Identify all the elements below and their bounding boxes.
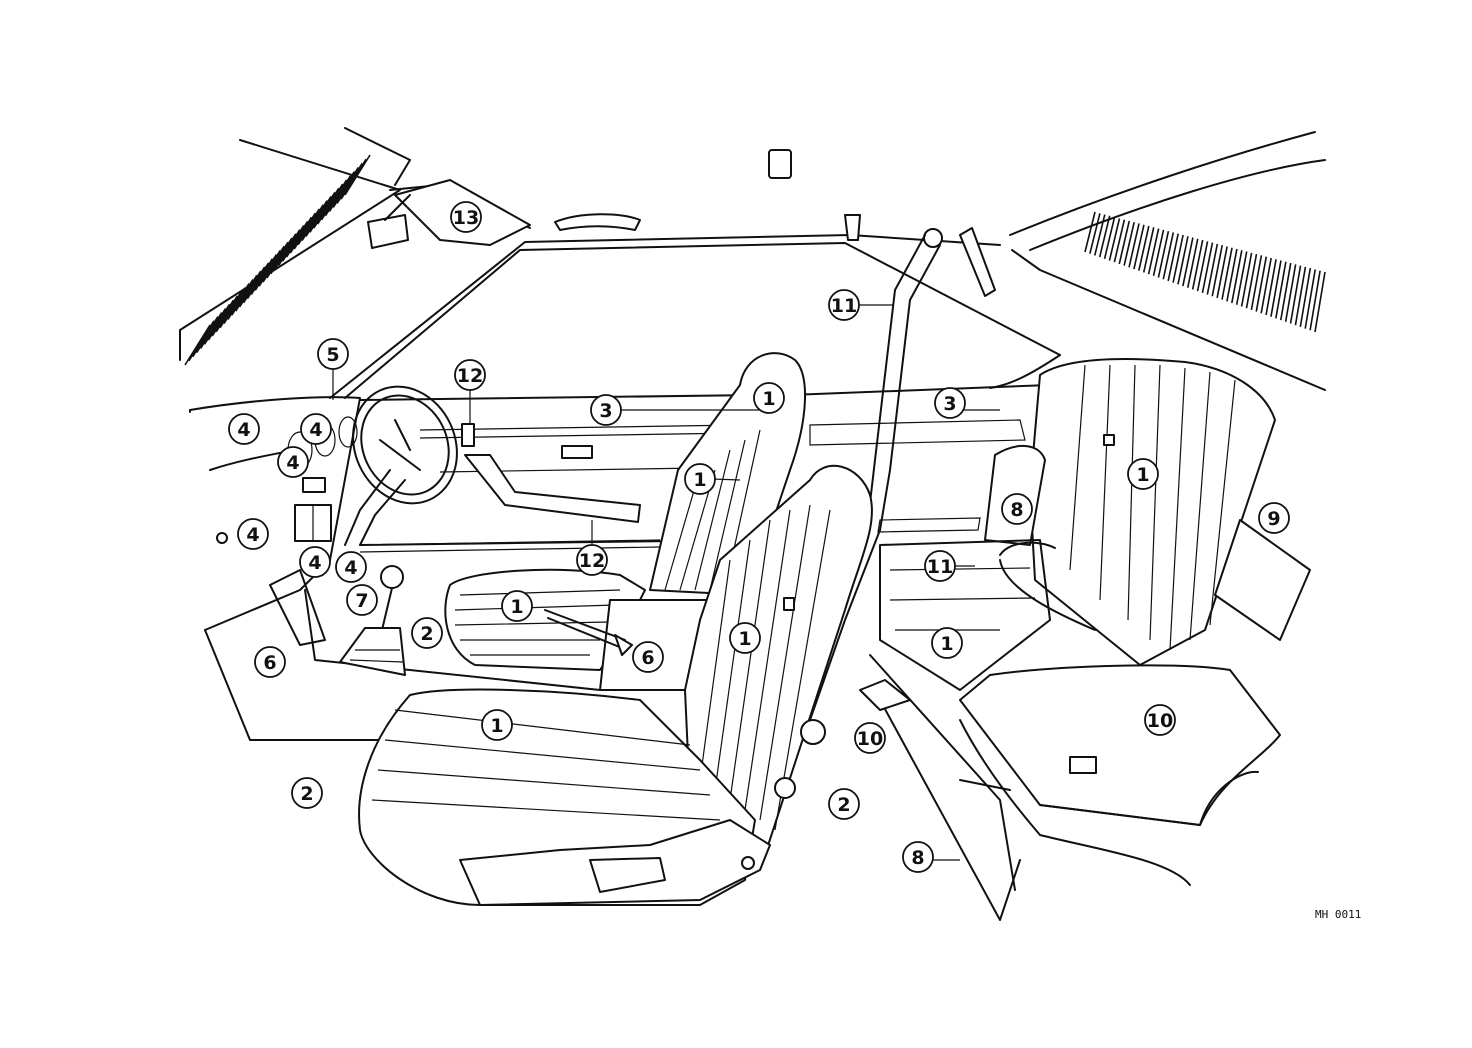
callout-6-right: 6: [632, 641, 664, 673]
right-window: [1009, 131, 1326, 391]
callout-1-driver-back: 1: [729, 622, 761, 654]
callout-1-passenger-cushion: 1: [501, 590, 533, 622]
callout-3-right: 3: [934, 387, 966, 419]
hand-brake: [544, 609, 633, 656]
callout-10-cushion: 10: [1144, 704, 1176, 736]
svg-text:2: 2: [300, 783, 313, 805]
callout-8-top: 8: [1001, 493, 1033, 525]
figure-code: MH 0011: [1315, 908, 1361, 921]
front-driver-seat: [358, 464, 881, 906]
svg-text:4: 4: [237, 419, 250, 441]
svg-text:3: 3: [599, 400, 612, 422]
svg-text:1: 1: [762, 388, 775, 410]
rear-seat-cushion: [959, 664, 1281, 886]
svg-text:9: 9: [1267, 508, 1280, 530]
callout-5: 5: [317, 338, 349, 370]
svg-text:12: 12: [579, 550, 605, 572]
instrument-panel: [189, 396, 381, 741]
callout-13: 13: [450, 201, 482, 233]
callout-1-driver-back-upper: 1: [684, 463, 716, 495]
svg-text:8: 8: [911, 847, 924, 869]
svg-text:3: 3: [943, 393, 956, 415]
quarter-trim: [859, 679, 911, 711]
svg-text:6: 6: [263, 652, 276, 674]
dome-light: [768, 149, 792, 179]
svg-text:8: 8: [1010, 499, 1023, 521]
callout-11-floor: 11: [924, 550, 956, 582]
svg-text:1: 1: [1136, 464, 1149, 486]
callout-4-lower-left: 4: [299, 546, 331, 578]
svg-text:1: 1: [510, 596, 523, 618]
callout-1-front-right-back: 1: [753, 382, 785, 414]
svg-text:12: 12: [457, 365, 483, 387]
callout-4-switch: 4: [277, 446, 309, 478]
svg-text:1: 1: [693, 469, 706, 491]
svg-text:4: 4: [308, 552, 321, 574]
floor-carpet: [869, 539, 1051, 921]
seat-belt-anchor: [844, 214, 996, 297]
svg-text:13: 13: [453, 207, 479, 229]
svg-text:1: 1: [490, 715, 503, 737]
callout-1-driver-cushion: 1: [481, 709, 513, 741]
svg-text:4: 4: [286, 452, 299, 474]
callout-4-vent: 4: [237, 518, 269, 550]
svg-text:11: 11: [831, 295, 857, 317]
svg-text:10: 10: [857, 728, 883, 750]
callout-4-dash: 4: [228, 413, 260, 445]
svg-text:1: 1: [738, 628, 751, 650]
svg-text:7: 7: [355, 590, 368, 612]
roof-grab-handle: [554, 213, 641, 231]
svg-text:11: 11: [927, 556, 953, 578]
callout-1-rear-back: 1: [1127, 458, 1159, 490]
callout-12-top: 12: [454, 359, 486, 391]
callout-2-right: 2: [828, 788, 860, 820]
seat-belt: [867, 234, 941, 531]
callout-9: 9: [1258, 502, 1290, 534]
svg-text:6: 6: [641, 647, 654, 669]
rear-side-trim: [1214, 519, 1311, 641]
svg-text:2: 2: [420, 623, 433, 645]
steering-wheel: [344, 385, 458, 546]
svg-text:10: 10: [1147, 710, 1173, 732]
svg-text:5: 5: [326, 344, 339, 366]
callout-4-lower-right: 4: [335, 551, 367, 583]
svg-text:4: 4: [344, 557, 357, 579]
defogger-lines-left: [184, 154, 371, 366]
callout-8-bottom: 8: [902, 841, 934, 873]
callout-7: 7: [346, 584, 378, 616]
callout-12-bottom: 12: [576, 544, 608, 576]
svg-text:4: 4: [246, 524, 259, 546]
rear-view-mirror: [367, 194, 411, 249]
callout-1-rear-floor: 1: [931, 627, 963, 659]
svg-text:4: 4: [309, 419, 322, 441]
callout-6-left: 6: [254, 646, 286, 678]
callout-10-bottom: 10: [854, 722, 886, 754]
callout-4-cluster: 4: [300, 413, 332, 445]
callout-2-front: 2: [411, 617, 443, 649]
defogger-lines-right: [1084, 211, 1326, 333]
svg-text:1: 1: [940, 633, 953, 655]
leader-lines: [332, 304, 1000, 861]
rear-window: [179, 127, 411, 366]
callout-11-belt: 11: [828, 289, 860, 321]
right-door-panel: [789, 384, 1051, 533]
gear-shift: [339, 565, 406, 676]
callout-3-left: 3: [590, 394, 622, 426]
svg-text:2: 2: [837, 794, 850, 816]
callout-2-left: 2: [291, 777, 323, 809]
